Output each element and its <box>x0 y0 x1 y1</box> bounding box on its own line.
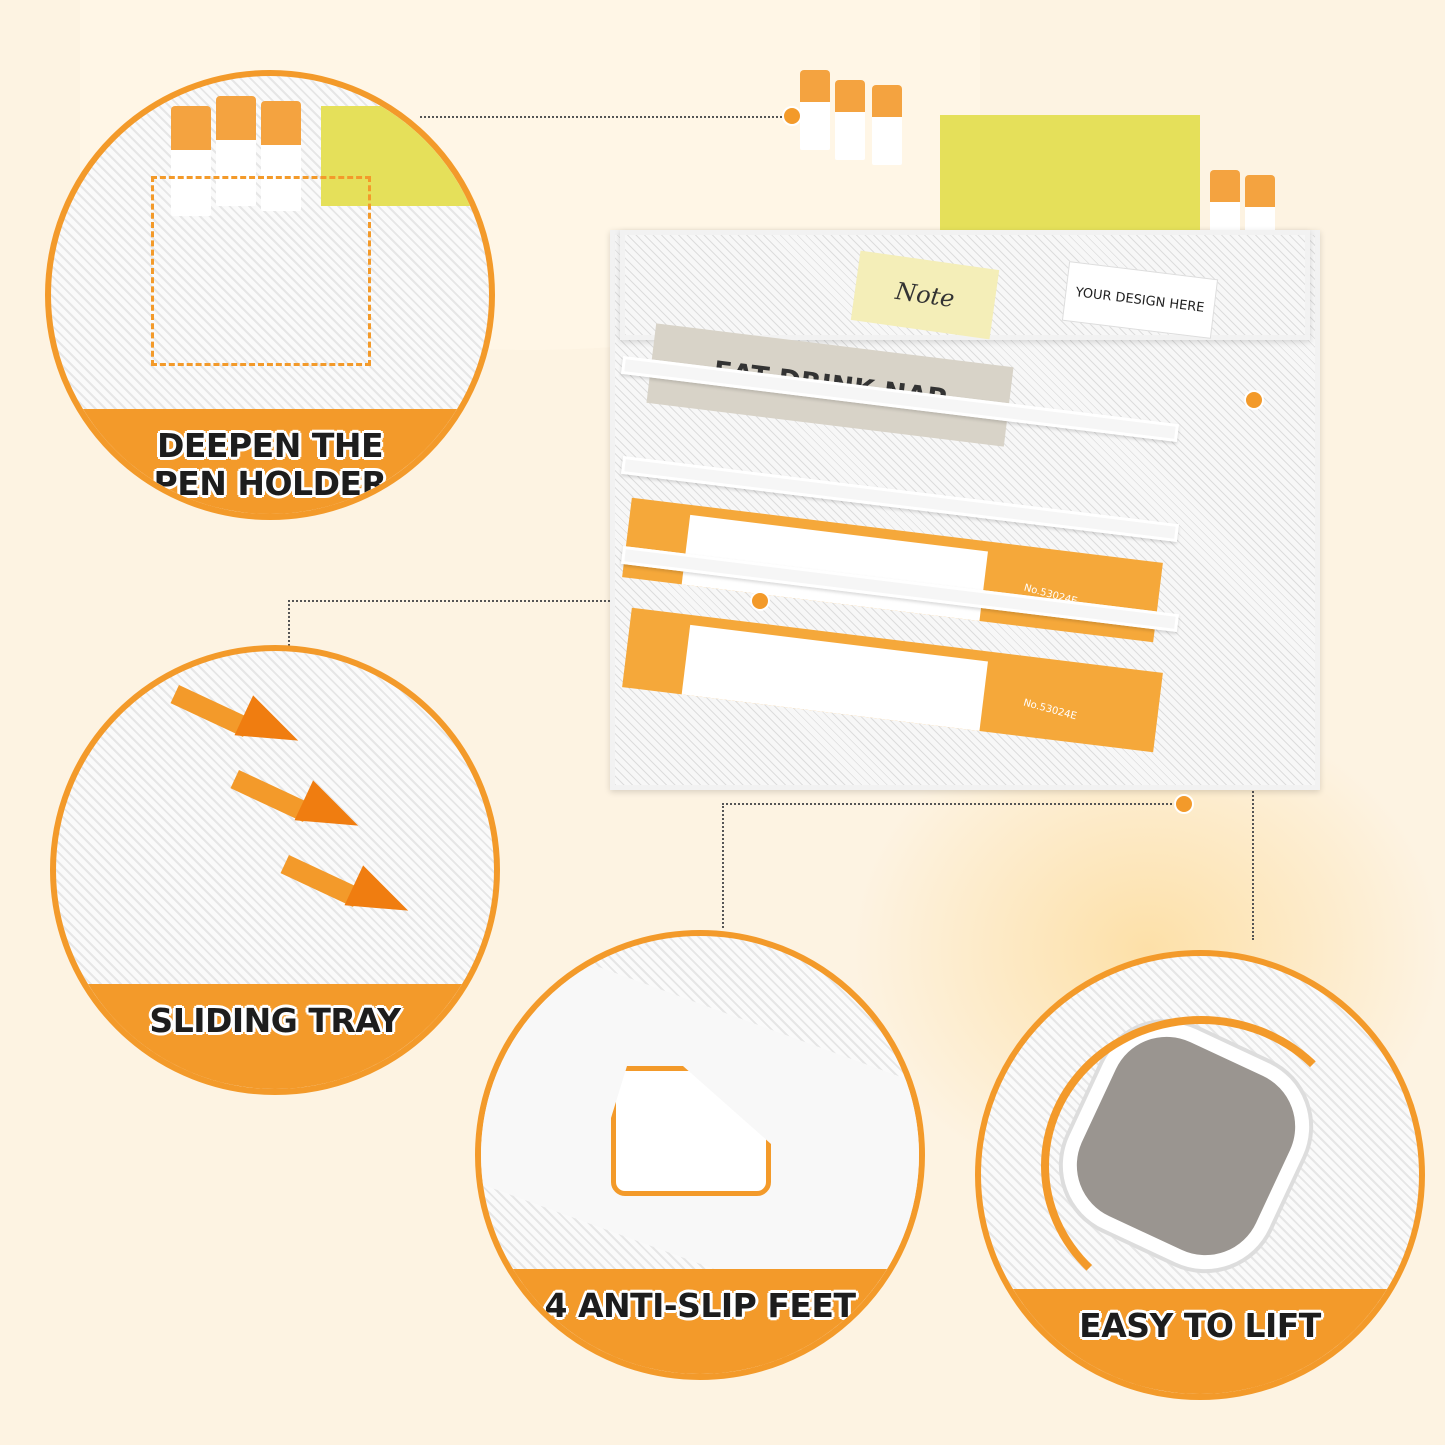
arrow-icon <box>294 780 368 846</box>
callout-dot <box>1174 794 1194 814</box>
connector-line <box>288 600 290 650</box>
callout-dot <box>1244 390 1264 410</box>
connector-line <box>420 116 790 118</box>
marker <box>171 106 211 216</box>
desk-organizer-product: Note YOUR DESIGN HERE EAT DRINK NAP No.5… <box>610 70 1330 800</box>
marker <box>835 80 865 160</box>
connector-line <box>722 803 1184 805</box>
callout-pen-holder: DEEPEN THE PEN HOLDER <box>45 70 495 520</box>
lift-arrow-icon <box>1041 1016 1361 1316</box>
arrow-icon <box>344 865 418 931</box>
callout-sliding-tray: SLIDING TRAY <box>50 645 500 1095</box>
callout-label: 4 ANTI-SLIP FEET <box>544 1286 856 1325</box>
folder-code: No.53024E <box>1022 697 1078 723</box>
marker <box>872 85 902 165</box>
callout-dot <box>750 591 770 611</box>
notepad <box>321 106 471 206</box>
callout-label: DEEPEN THE PEN HOLDER <box>153 426 387 503</box>
callout-dot <box>782 106 802 126</box>
arrow-icon <box>234 695 308 761</box>
connector-line <box>288 600 758 602</box>
marker <box>216 96 256 206</box>
marker <box>261 101 301 211</box>
callout-label: SLIDING TRAY <box>149 1001 401 1040</box>
callout-label: EASY TO LIFT <box>1079 1306 1321 1345</box>
callout-easy-to-lift: EASY TO LIFT <box>975 950 1425 1400</box>
connector-line <box>722 803 724 928</box>
spiral-notepad <box>940 115 1200 245</box>
deepened-holder-outline <box>151 176 371 366</box>
marker <box>800 70 830 150</box>
callout-anti-slip-feet: 4 ANTI-SLIP FEET <box>475 930 925 1380</box>
